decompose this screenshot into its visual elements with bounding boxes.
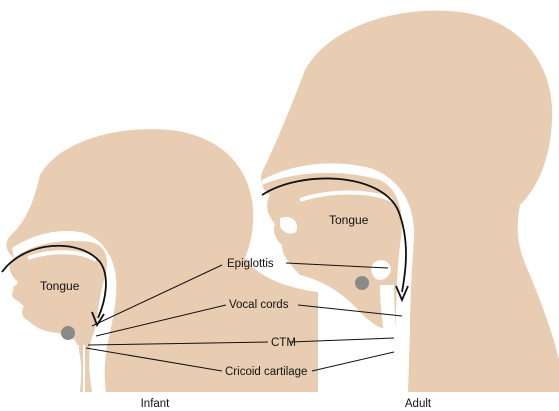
infant-cricoid-marker <box>61 326 75 340</box>
adult-arrowhead <box>395 285 409 303</box>
caption-infant: Infant <box>141 398 171 410</box>
label-cricoid-cartilage: Cricoid cartilage <box>225 366 307 378</box>
label-ctm: CTM <box>271 337 296 349</box>
infant-head-silhouette <box>6 129 319 392</box>
vocal-cords-leader-adult <box>297 304 403 317</box>
infant-oral-cavity <box>12 230 117 392</box>
infant-lip-lower <box>12 285 23 301</box>
label-vocal-cords: Vocal cords <box>229 299 289 311</box>
infant-tongue-shape <box>19 261 96 331</box>
label-epiglottis: Epiglottis <box>227 258 274 270</box>
vocal-cords-leader-infant <box>95 304 227 337</box>
adult-airflow-arrow <box>261 177 407 293</box>
label-tongue-adult: Tongue <box>329 213 369 227</box>
adult-tongue-shape <box>297 201 392 261</box>
adult-lip <box>280 216 298 234</box>
epiglottis-leader-adult <box>285 262 389 269</box>
leader-lines <box>85 262 403 372</box>
adult-cricoid-marker <box>355 276 369 290</box>
ctm-leader-infant <box>87 341 269 346</box>
infant-arrowhead <box>91 311 105 327</box>
adult-palate <box>299 190 393 202</box>
cricoid-leader-adult <box>311 351 395 372</box>
label-tongue-infant: Tongue <box>40 279 80 293</box>
adult-head-silhouette <box>261 10 559 393</box>
ctm-leader-adult <box>289 337 395 343</box>
epiglottis-leader-infant <box>91 264 223 327</box>
cricoid-leader-infant <box>85 347 223 372</box>
infant-airflow-arrow <box>1 244 107 319</box>
infant-spine <box>77 345 85 392</box>
caption-adult: Adult <box>405 398 432 410</box>
infant-figure <box>1 129 319 392</box>
infant-palate <box>27 250 98 262</box>
